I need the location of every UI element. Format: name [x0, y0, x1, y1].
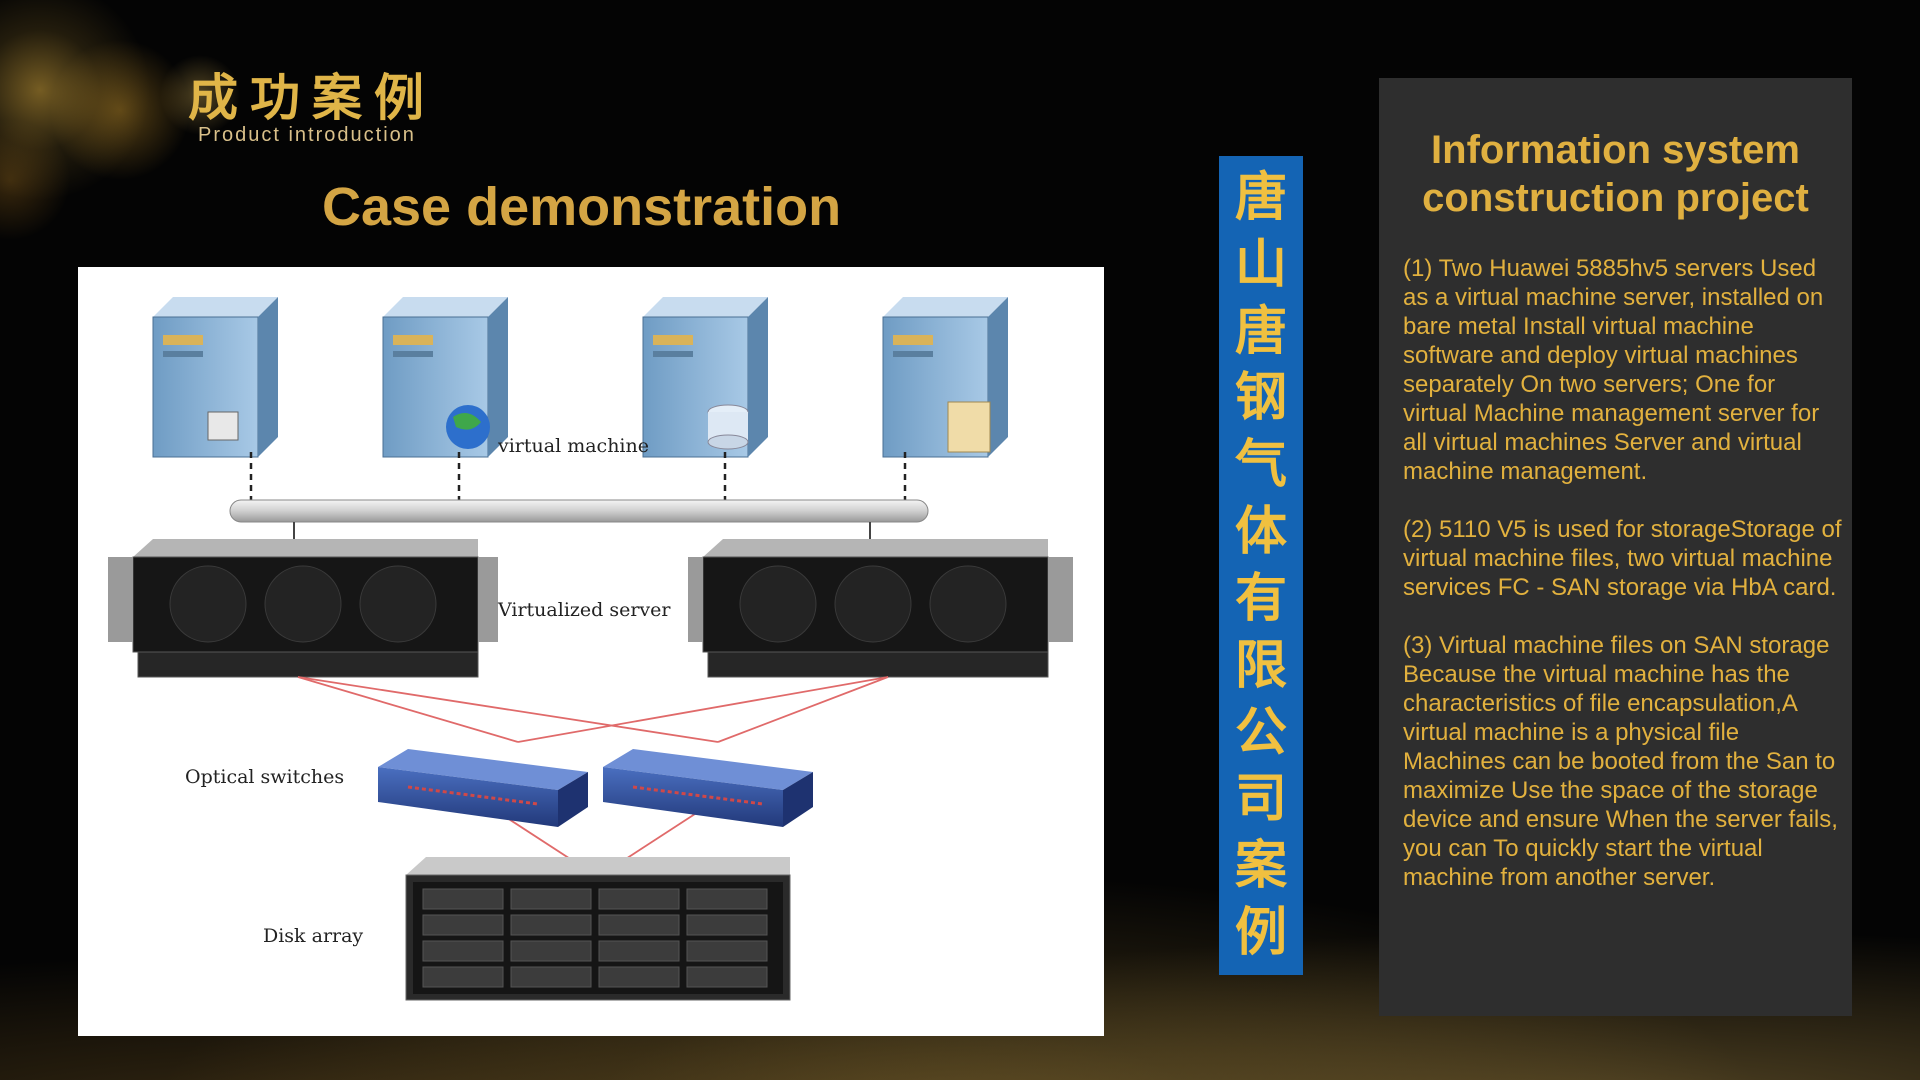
- optical-switch-1: [378, 749, 588, 827]
- disk-array: [406, 857, 790, 1000]
- panel-body: (1) Two Huawei 5885hv5 servers Used as a…: [1403, 254, 1843, 921]
- tower-server-3: [643, 297, 768, 457]
- label-disk-array: Disk array: [263, 925, 363, 947]
- panel-paragraph: (2) 5110 V5 is used for storageStorage o…: [1403, 515, 1843, 602]
- banner-char: 气: [1235, 439, 1287, 491]
- folder-icon: [948, 402, 990, 452]
- tower-server-1: [153, 297, 278, 457]
- panel-paragraph: (3) Virtual machine files on SAN storage…: [1403, 631, 1843, 892]
- label-virtual-machine: virtual machine: [498, 435, 649, 457]
- rack-server-left: [108, 539, 498, 677]
- rack-server-right: [688, 539, 1073, 677]
- network-bus: [230, 500, 928, 522]
- panel-title: Information system construction project: [1379, 126, 1852, 222]
- banner-char: 山: [1235, 239, 1287, 291]
- banner-char: 唐: [1235, 172, 1287, 224]
- section-title: Case demonstration: [322, 176, 841, 238]
- diagram-graphics: [78, 267, 1104, 1036]
- company-banner: 唐 山 唐 钢 气 体 有 限 公 司 案 例: [1219, 156, 1303, 975]
- optical-switch-2: [603, 749, 813, 827]
- logo-title: 成功案例: [188, 58, 436, 130]
- logo-subtitle: Product introduction: [198, 124, 416, 147]
- banner-char: 限: [1235, 640, 1287, 692]
- banner-char: 案: [1235, 840, 1287, 892]
- banner-char: 钢: [1235, 372, 1287, 424]
- banner-char: 例: [1235, 907, 1287, 959]
- label-optical-switches: Optical switches: [185, 766, 344, 788]
- banner-char: 司: [1235, 773, 1287, 825]
- label-virtualized-server: Virtualized server: [498, 599, 671, 621]
- tower-server-2: [383, 297, 508, 457]
- network-diagram: virtual machine Virtualized server Optic…: [78, 267, 1104, 1036]
- banner-char: 唐: [1235, 306, 1287, 358]
- tower-server-4: [883, 297, 1008, 457]
- banner-char: 公: [1235, 707, 1287, 759]
- banner-char: 有: [1235, 573, 1287, 625]
- info-panel: Information system construction project …: [1379, 78, 1852, 1016]
- banner-char: 体: [1235, 506, 1287, 558]
- panel-paragraph: (1) Two Huawei 5885hv5 servers Used as a…: [1403, 254, 1843, 486]
